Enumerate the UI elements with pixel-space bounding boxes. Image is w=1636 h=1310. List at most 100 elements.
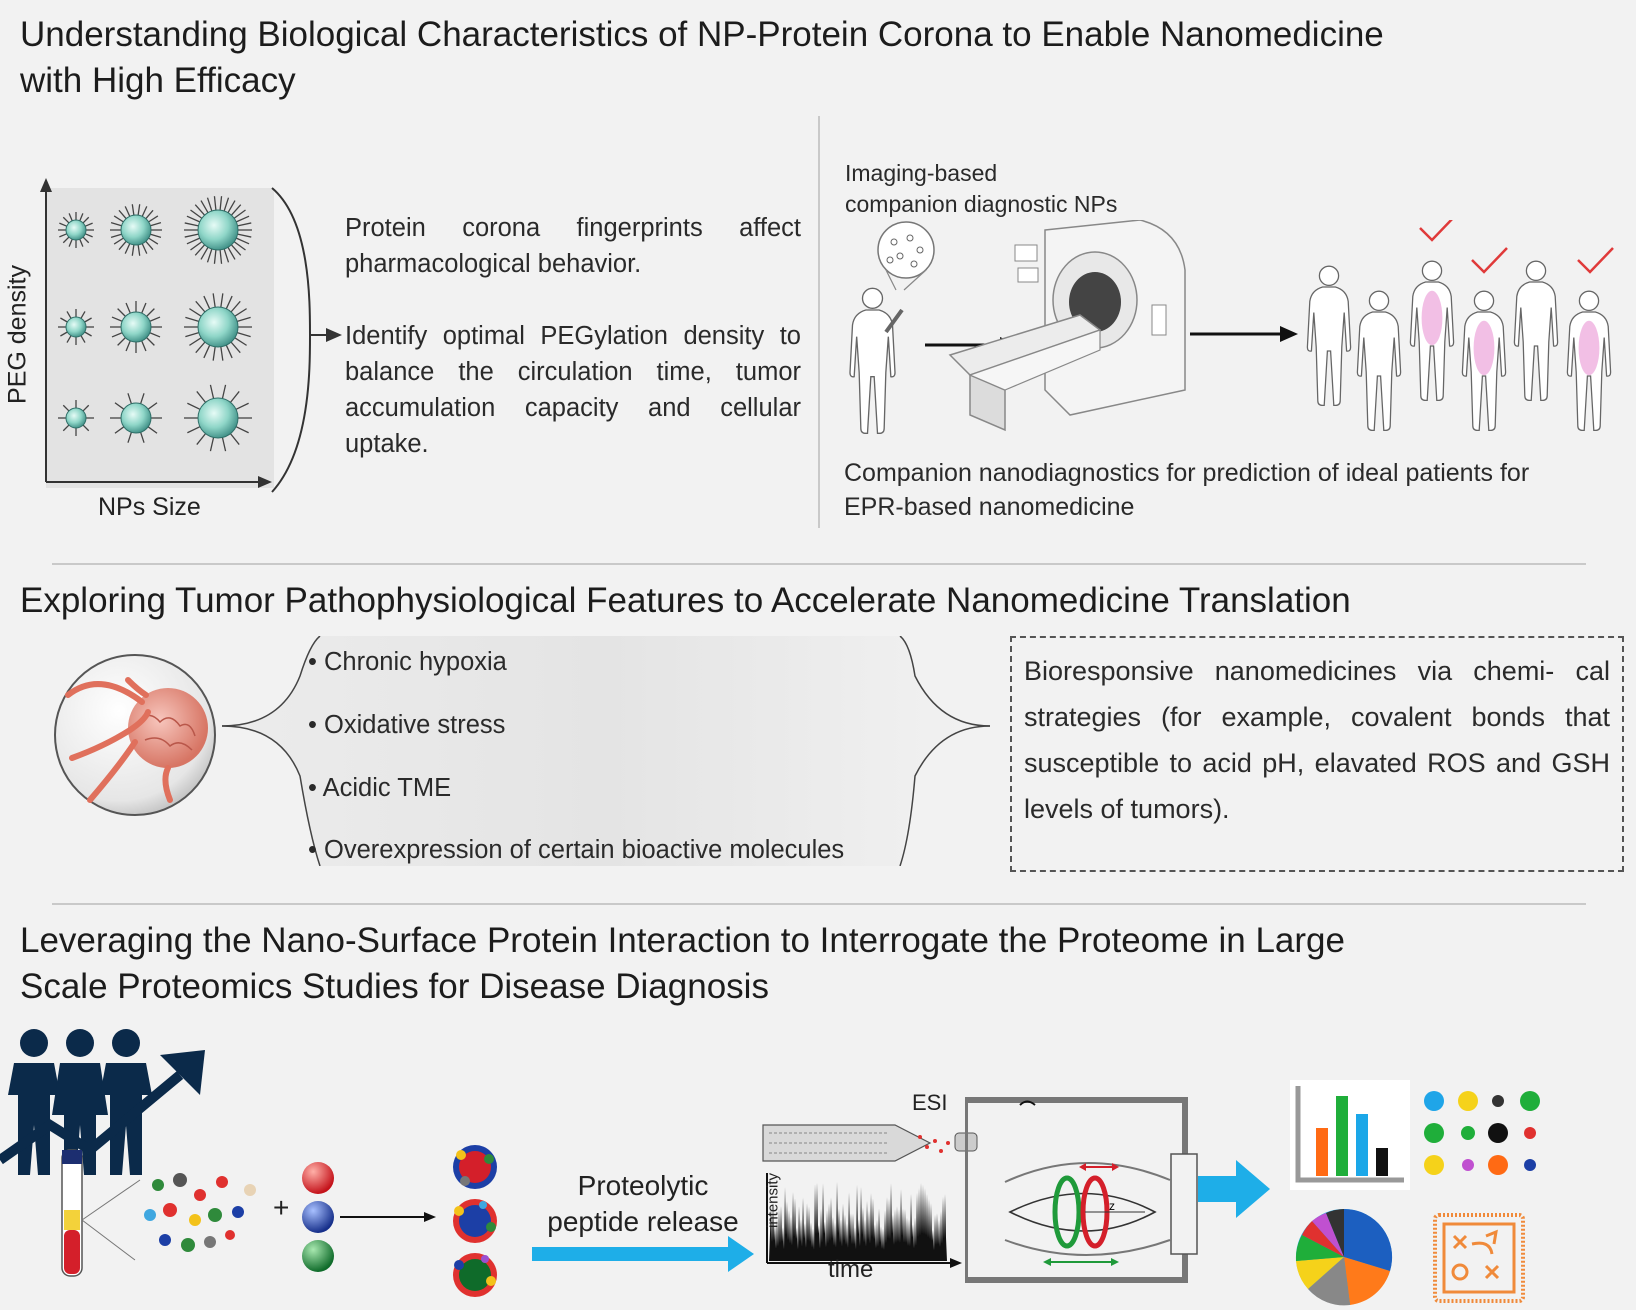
peg-chain — [236, 215, 250, 223]
corona-np-blue — [453, 1199, 497, 1243]
imaging-label-line2: companion diagnostic NPs — [845, 191, 1118, 217]
peg-chain — [225, 295, 233, 310]
imaging-label-line1: Imaging-based — [845, 160, 998, 186]
lc-ms-spectrum — [762, 1124, 978, 1268]
section1-title-line1: Understanding Biological Characteristics… — [20, 15, 1384, 54]
imaging-illustration — [849, 220, 1614, 435]
z-axis-label: z — [1109, 1199, 1115, 1213]
peg-chain — [186, 237, 200, 245]
proteolytic-arrow — [532, 1236, 754, 1272]
patient-2 — [1356, 290, 1402, 432]
peg-chain — [110, 222, 122, 227]
peg-chain — [194, 244, 206, 256]
patient-3-positive — [1409, 260, 1455, 402]
peg-chain — [131, 244, 135, 256]
peg-chain — [200, 246, 209, 260]
imaging-label: Imaging-based companion diagnostic NPs — [845, 158, 1117, 220]
pegylated-np — [197, 397, 239, 439]
peg-chain — [233, 209, 246, 219]
peg-chain — [145, 209, 154, 220]
peg-chain — [230, 244, 242, 256]
peg-chain — [237, 332, 251, 338]
green-np-sphere — [302, 1240, 334, 1272]
lc-column-icon — [762, 1124, 978, 1162]
peg-chain — [212, 346, 216, 361]
divider-2 — [52, 903, 1586, 905]
peg-chain — [194, 204, 206, 216]
patient-1 — [1306, 265, 1352, 407]
peg-chain — [150, 233, 162, 238]
peg-chain — [125, 340, 131, 352]
companion-caption-line2: EPR-based nanomedicine — [844, 493, 1135, 521]
peg-chain — [234, 337, 247, 346]
peg-chain — [233, 241, 246, 251]
peg-chain — [84, 222, 93, 227]
peg-chain — [185, 316, 199, 322]
peg-chain — [184, 222, 199, 227]
peg-chain — [84, 331, 92, 337]
peg-chain — [149, 332, 161, 338]
peg-chain — [118, 240, 127, 251]
peg-chain — [110, 233, 122, 238]
peg-chain — [84, 317, 92, 323]
y-axis-label: PEG density — [3, 265, 32, 404]
blood-sample-illustration — [61, 1149, 256, 1277]
bioresponsive-box: Bioresponsive nanomedicines via chemi- c… — [1010, 636, 1624, 872]
section1-title: Understanding Biological Characteristics… — [20, 12, 1384, 104]
strategy-board-icon — [1433, 1213, 1525, 1303]
time-label: time — [828, 1256, 874, 1283]
peg-chain — [221, 437, 227, 452]
proteolytic-label-line1: Proteolytic — [577, 1170, 709, 1201]
peg-chain — [203, 344, 211, 359]
peg-chain — [236, 237, 250, 245]
peg-chain — [209, 384, 215, 399]
peg-chain — [117, 308, 126, 317]
pegylated-np — [197, 306, 239, 348]
peg-chain — [220, 346, 224, 361]
pegylated-np — [120, 214, 152, 246]
peg-chain — [206, 197, 213, 212]
peg-chain — [141, 206, 148, 217]
peg-chain — [213, 249, 217, 264]
patient-figure — [849, 287, 896, 435]
section3-title-line2: Scale Proteomics Studies for Disease Dia… — [20, 967, 769, 1006]
peg-chain — [137, 204, 141, 216]
bullet-1: • Chronic hypoxia — [308, 648, 507, 676]
peg-chain — [66, 311, 72, 319]
section1-vertical-divider — [818, 116, 820, 528]
tumor-illustration — [54, 654, 216, 816]
peg-chain — [227, 200, 236, 214]
peg-chain — [149, 316, 161, 322]
patient-4-positive — [1461, 290, 1507, 432]
peg-chain — [113, 215, 124, 223]
peg-chain — [209, 437, 215, 452]
proteolytic-label-line2: peptide release — [547, 1206, 739, 1237]
peg-chain — [117, 337, 126, 346]
peg-chain — [189, 337, 202, 346]
peg-chain — [196, 391, 207, 403]
peg-chain — [235, 402, 249, 410]
peg-chain — [141, 340, 147, 352]
section1-title-line2: with High Efficacy — [20, 61, 296, 100]
bullet-2: • Oxidative stress — [308, 711, 506, 739]
section2-title: Exploring Tumor Pathophysiological Featu… — [20, 581, 1351, 620]
companion-caption: Companion nanodiagnostics for prediction… — [844, 456, 1529, 524]
peg-chain — [140, 393, 145, 404]
peg-chain — [68, 238, 73, 247]
peg-chain — [186, 215, 200, 223]
peg-chain — [59, 222, 68, 227]
bullets-panel — [221, 636, 991, 866]
np-spheres — [302, 1162, 436, 1272]
check-icon — [1577, 247, 1614, 274]
companion-caption-line1: Companion nanodiagnostics for prediction… — [844, 459, 1530, 487]
peg-chain — [125, 302, 131, 314]
peg-chain — [234, 308, 247, 317]
corona-nps — [453, 1145, 497, 1297]
np-grid — [58, 196, 252, 452]
syringe-icon — [884, 308, 904, 334]
peg-chain — [190, 241, 203, 251]
dot-matrix-icon — [1424, 1091, 1540, 1175]
peg-chain — [140, 432, 145, 443]
peg-chain — [145, 240, 154, 251]
population-growth-icon — [0, 1029, 205, 1175]
